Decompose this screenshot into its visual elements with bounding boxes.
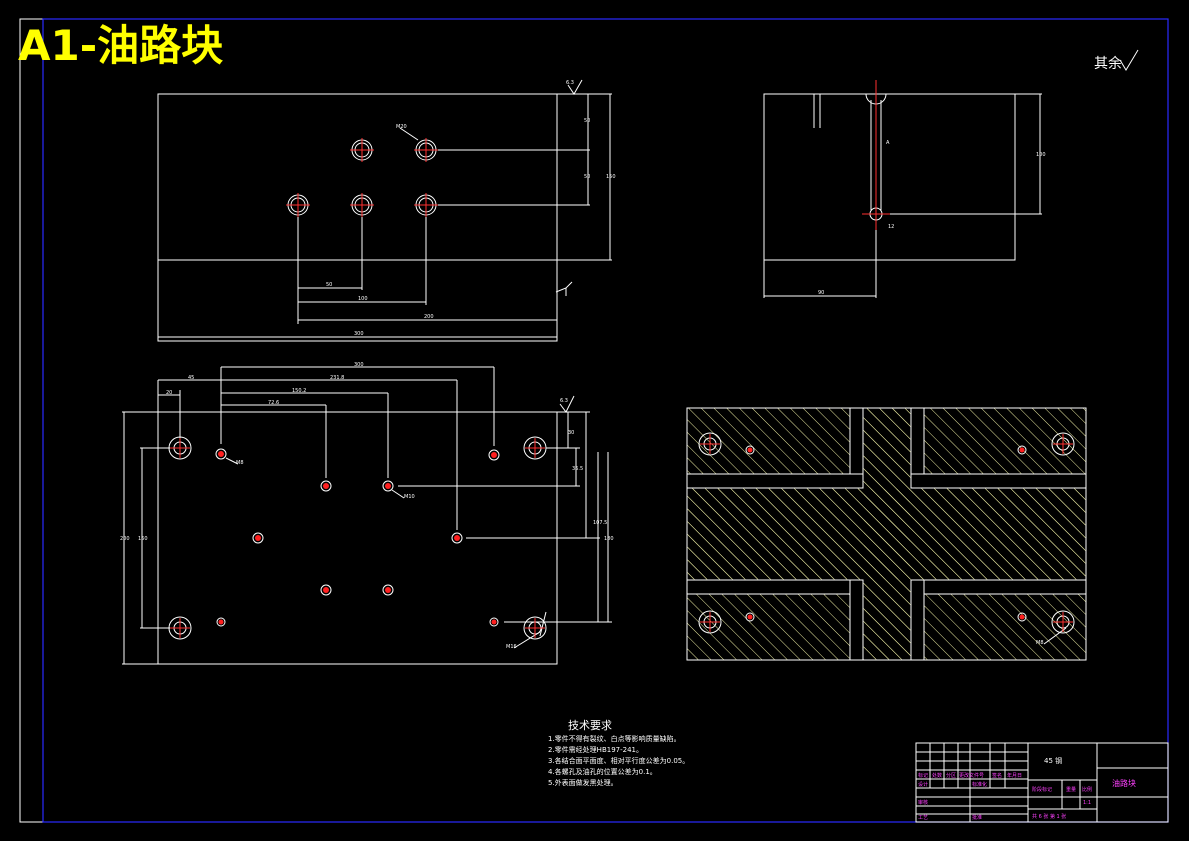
tb-label: 共 6 张 第 1 张 (1032, 813, 1066, 820)
side-view-dim-text: A 90 100 12 (818, 140, 1046, 296)
dim-text: 107.5 (593, 520, 607, 526)
tb-label: 标准化 (972, 781, 987, 788)
tb-label: 审核 (918, 799, 928, 806)
dim-text: 100 (1036, 152, 1046, 158)
tb-label: 比例 (1082, 786, 1092, 793)
tb-label: 阶段标记 (1032, 786, 1052, 793)
part-name-text: 油路块 (1112, 778, 1136, 788)
tb-label: 年月日 (1007, 772, 1022, 779)
dim-text: M8 (1036, 640, 1044, 646)
dim-text: 150 (606, 174, 616, 180)
dim-text: 90 (818, 290, 824, 296)
dim-text: 36.5 (572, 466, 583, 472)
dim-text: 50 (326, 282, 332, 288)
tb-label: 标记 (918, 772, 928, 779)
tb-label: 工艺 (918, 815, 928, 821)
dim-text: 6.3 (560, 398, 568, 404)
dim-text: 45 (188, 375, 194, 381)
tech-req-item: 5.外表面做发黑处理。 (548, 778, 618, 787)
dim-text: 20 (166, 390, 172, 396)
side-view-centerline (862, 80, 890, 230)
dim-text: 50 (584, 174, 590, 180)
technical-requirements: 技术要求 1.零件不得有裂纹、白点等影响质量缺陷。 2.零件需经处理HB197-… (548, 719, 689, 787)
dim-text: 180 (604, 536, 614, 542)
dim-text: 50 (584, 118, 590, 124)
dim-text: M10 (404, 494, 415, 500)
dim-text: 72.6 (268, 400, 279, 406)
tech-req-heading: 技术要求 (568, 719, 612, 732)
dim-text: 300 (354, 362, 364, 368)
front-view-centerlines (286, 138, 438, 217)
dim-text: 200 (120, 536, 130, 542)
title-block-text: 标记 处数 分区 更改文件号 签名 年月日 设计 标准化 审核 工艺 批准 阶段… (918, 772, 1092, 821)
dim-text: M20 (396, 124, 407, 130)
section-view: M8 (686, 407, 1087, 661)
tb-label: 重量 (1066, 786, 1076, 793)
tb-label: 分区 (946, 772, 956, 779)
tech-req-item: 1.零件不得有裂纹、白点等影响质量缺陷。 (548, 734, 681, 743)
tb-label: 处数 (932, 772, 942, 779)
plan-view-red-holes (218, 451, 497, 625)
dim-text: 200 (424, 314, 434, 320)
plan-view (122, 366, 612, 665)
dim-text: 6.3 (566, 80, 574, 86)
tech-req-item: 3.各结合面平面度、相对平行度公差为0.05。 (548, 756, 689, 765)
dim-text: M16 (506, 644, 517, 650)
dim-text: M8 (236, 460, 244, 466)
dim-text: 30 (568, 430, 574, 436)
tb-label: 批准 (972, 814, 982, 821)
title-block (915, 742, 1169, 823)
scale-value-text: 1:1 (1083, 800, 1091, 806)
roughness-symbol (1119, 49, 1139, 71)
drawing-title: A1-油路块 (18, 21, 223, 70)
side-view (763, 93, 1042, 298)
dim-text: 100 (358, 296, 368, 302)
plan-view-centerlines (170, 438, 545, 638)
dim-text: 231.8 (330, 375, 344, 381)
tb-label: 设计 (918, 781, 928, 788)
material-text: 45 钢 (1044, 756, 1062, 765)
roughness-note: 其余 (1094, 55, 1122, 72)
front-view-dim-text: 50 100 200 300 50 50 150 M20 6.3 (326, 80, 616, 337)
dim-text: 12 (888, 224, 894, 230)
tech-req-item: 4.各螺孔及油孔的位置公差为0.1。 (548, 767, 657, 776)
section-label: A (886, 140, 890, 146)
dim-text: 150.2 (292, 388, 306, 394)
plan-view-dim-text: 300 231.8 150.2 72.6 45 20 30 36.5 107.5… (120, 362, 614, 650)
tb-label: 更改文件号 (959, 772, 984, 779)
inner-border (42, 18, 1169, 823)
tech-req-item: 2.零件需经处理HB197-241。 (548, 745, 643, 754)
tb-label: 签名 (992, 772, 1002, 779)
front-view (157, 79, 612, 342)
dim-text: 160 (138, 536, 148, 542)
dim-text: 300 (354, 331, 364, 337)
